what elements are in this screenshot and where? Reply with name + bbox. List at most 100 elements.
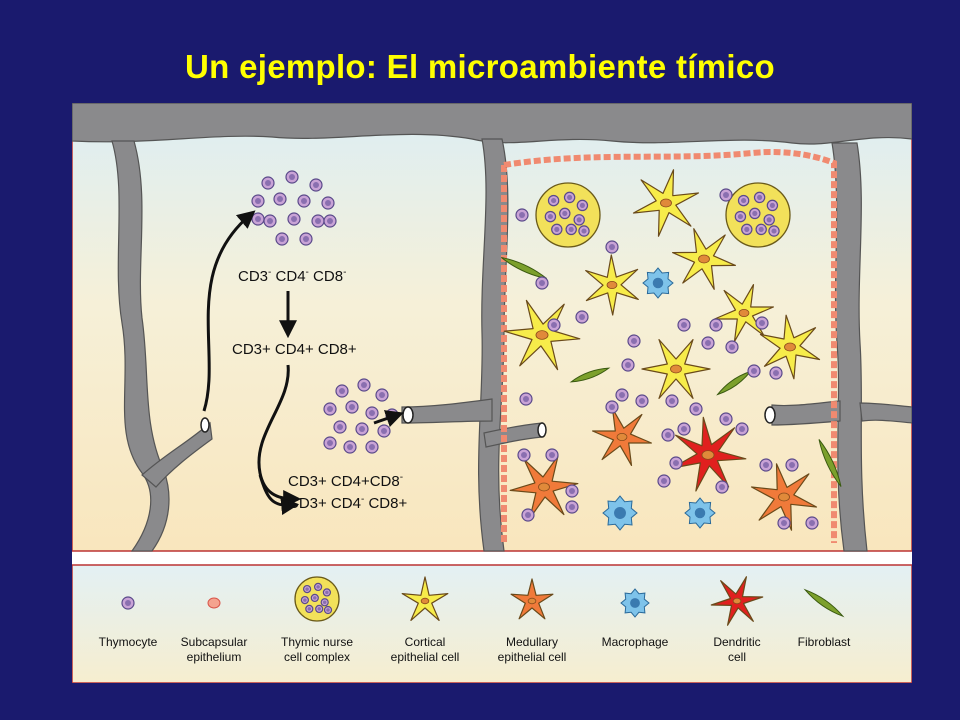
maturation-arrow-2 xyxy=(257,364,302,508)
thymocyte xyxy=(320,598,329,607)
thymocyte xyxy=(535,276,549,290)
medullary-epithelial-cell xyxy=(592,408,652,466)
thymocyte xyxy=(121,596,135,610)
macrophage xyxy=(684,497,716,529)
thymocyte xyxy=(565,484,579,498)
cortical-epithelial-cell xyxy=(641,339,711,399)
thymocyte xyxy=(263,214,277,228)
thymocyte xyxy=(759,458,773,472)
marker-label-dp: CD3+ CD4+ CD8+ xyxy=(232,341,357,358)
thymocyte xyxy=(521,508,535,522)
cortical-epithelial-cell xyxy=(632,169,700,237)
legend-panel xyxy=(71,564,913,684)
dendritic-cell-icon xyxy=(710,576,764,626)
legend-label: Cortical xyxy=(405,635,446,649)
legend-label: Thymic nurse xyxy=(281,635,353,649)
legend-label-line2: epithelium xyxy=(187,650,242,664)
cortical-epithelial-cell-icon xyxy=(401,576,449,621)
thymocyte xyxy=(657,474,671,488)
legend-item: Fibroblast xyxy=(798,588,851,649)
thymocyte xyxy=(323,436,337,450)
thymocyte xyxy=(375,388,389,402)
thymocyte xyxy=(737,194,750,207)
thymocyte xyxy=(573,214,585,226)
marker-label-cd8: CD3+ CD4- CD8+ xyxy=(288,494,407,512)
thymocyte xyxy=(749,207,761,220)
thymocyte xyxy=(311,214,325,228)
thymocyte xyxy=(769,366,783,380)
thymocyte xyxy=(323,402,337,416)
subcapsular-epithelium-icon xyxy=(207,597,221,609)
thymocyte xyxy=(355,422,369,436)
thymocyte xyxy=(287,212,301,226)
thymocyte xyxy=(377,424,391,438)
thymocyte xyxy=(575,310,589,324)
thymic-nurse-cell-complex xyxy=(725,182,791,248)
thymocyte xyxy=(273,192,287,206)
thymocyte xyxy=(621,358,635,372)
thymocyte xyxy=(315,604,324,614)
thymocyte xyxy=(275,232,289,246)
subcapsular-epithelium-lining xyxy=(501,149,837,543)
thymocyte xyxy=(323,214,337,228)
thymocyte xyxy=(763,214,775,226)
thymocyte xyxy=(753,191,766,204)
maturation-arrow-3 xyxy=(258,474,300,516)
thymocyte xyxy=(701,336,715,350)
legend-item: Macrophage xyxy=(602,588,669,649)
thymocyte xyxy=(343,440,357,454)
thymocyte xyxy=(335,384,349,398)
thymocyte xyxy=(302,584,312,594)
thymus-diagram-panel: CD3- CD4- CD8- CD3+ CD4+ CD8+ CD3+ CD4+C… xyxy=(71,102,913,684)
thymocyte xyxy=(661,428,675,442)
cortical-epithelial-cell xyxy=(585,254,639,316)
capsule-and-septa xyxy=(71,102,913,552)
thymocyte xyxy=(345,400,359,414)
thymic-nurse-cell-complex xyxy=(294,576,340,622)
thymocyte xyxy=(734,210,747,223)
thymocyte xyxy=(357,378,371,392)
thymocyte xyxy=(323,605,333,615)
thymocyte xyxy=(777,516,791,530)
thymocyte xyxy=(719,188,733,202)
thymocyte xyxy=(299,232,313,246)
thymocyte xyxy=(576,199,589,212)
legend-label: Fibroblast xyxy=(798,635,851,649)
thymocyte xyxy=(565,223,577,236)
thymocyte xyxy=(309,178,323,192)
thymocyte xyxy=(719,412,733,426)
blood-vessels xyxy=(200,406,776,438)
fibroblast xyxy=(569,367,611,383)
dendritic-cell xyxy=(671,416,747,492)
thymocyte xyxy=(322,588,332,597)
marker-label-dn: CD3- CD4- CD8- xyxy=(238,267,346,285)
thymocyte xyxy=(333,420,347,434)
thymocyte xyxy=(805,516,819,530)
legend-label: Medullary xyxy=(506,635,558,649)
thymocyte xyxy=(285,170,299,184)
thymocyte xyxy=(741,223,753,236)
thymocyte xyxy=(635,394,649,408)
thymocyte xyxy=(313,582,323,592)
thymocyte xyxy=(544,210,557,223)
cortical-epithelial-cell xyxy=(759,314,821,380)
thymocyte xyxy=(677,318,691,332)
slide-title: Un ejemplo: El microambiente tímico xyxy=(185,48,775,85)
thymocyte xyxy=(747,364,761,378)
thymocyte xyxy=(551,223,563,236)
migration-arrow-up xyxy=(202,210,256,412)
thymocyte xyxy=(297,194,311,208)
thymocyte xyxy=(669,456,683,470)
thymocyte xyxy=(310,593,319,603)
marker-label-cd4: CD3+ CD4+CD8- xyxy=(288,472,403,490)
thymocyte xyxy=(715,480,729,494)
fibroblast xyxy=(803,588,845,618)
thymocyte xyxy=(665,394,679,408)
legend-label: Subcapsular xyxy=(181,635,248,649)
thymocyte xyxy=(768,225,780,237)
